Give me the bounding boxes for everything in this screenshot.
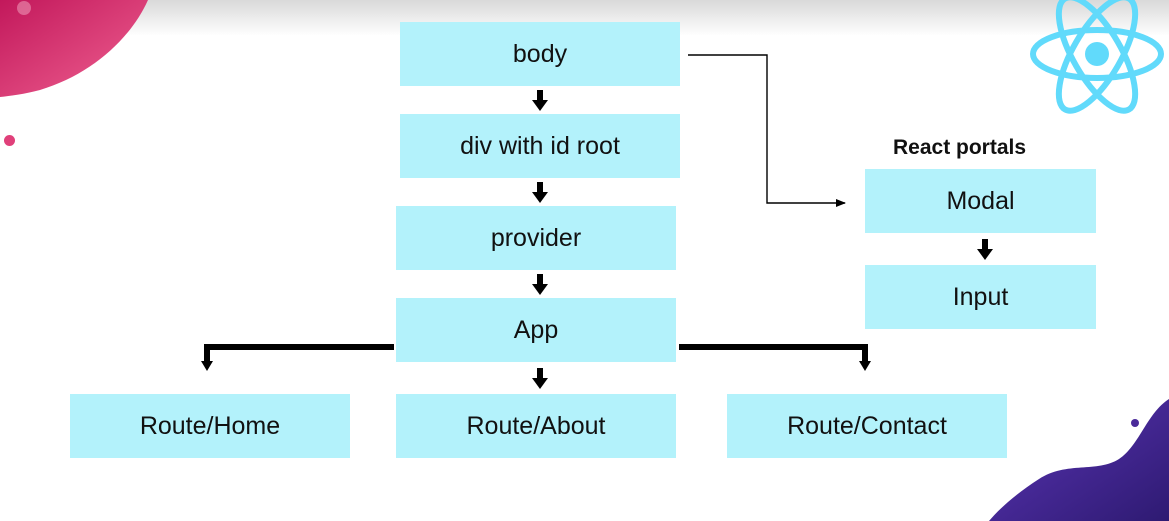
arrow-provider-to-app	[532, 274, 548, 295]
node-route-about: Route/About	[396, 394, 676, 458]
node-provider: provider	[396, 206, 676, 270]
node-div-root: div with id root	[400, 114, 680, 178]
node-input: Input	[865, 265, 1096, 329]
arrow-app-to-about	[532, 368, 548, 389]
node-modal: Modal	[865, 169, 1096, 233]
node-body: body	[400, 22, 680, 86]
arrow-body-to-root	[532, 90, 548, 111]
arrow-app-to-contact	[679, 344, 871, 371]
react-portals-label: React portals	[893, 136, 1027, 159]
pink-dot-decoration	[4, 135, 15, 146]
arrow-app-to-home	[201, 344, 394, 371]
arrow-root-to-provider	[532, 182, 548, 203]
purple-blob-decoration	[989, 399, 1169, 521]
react-logo-icon	[1030, 0, 1164, 114]
arrow-modal-to-input	[977, 239, 993, 260]
node-route-contact: Route/Contact	[727, 394, 1007, 458]
pink-blob-decoration	[0, 0, 148, 97]
node-route-home: Route/Home	[70, 394, 350, 458]
node-app: App	[396, 298, 676, 362]
arrow-body-to-modal	[688, 54, 846, 207]
